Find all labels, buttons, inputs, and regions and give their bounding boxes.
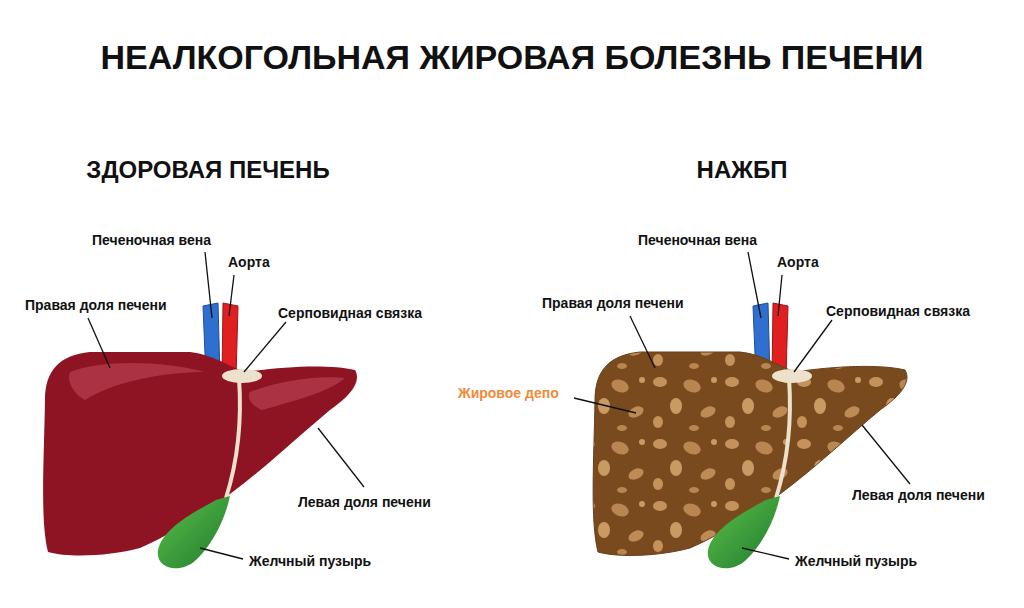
part-label: Печеночная вена [92, 232, 211, 248]
healthy-liver [43, 303, 357, 568]
part-label: Левая доля печени [852, 487, 985, 503]
part-label: Правая доля печени [25, 297, 167, 313]
part-label: Аорта [777, 254, 819, 270]
part-label: Левая доля печени [298, 494, 431, 510]
part-label: Аорта [228, 254, 270, 270]
part-label: Серповидная связка [826, 303, 970, 319]
panel-heading: НАЖБП [697, 156, 788, 184]
part-label: Желчный пузырь [795, 553, 917, 569]
leader-lines [88, 252, 910, 559]
part-label: Правая доля печени [542, 295, 684, 311]
part-label: Серповидная связка [278, 305, 422, 321]
part-label: Жировое депо [458, 385, 559, 401]
diagram-title: НЕАЛКОГОЛЬНАЯ ЖИРОВАЯ БОЛЕЗНЬ ПЕЧЕНИ [100, 38, 923, 77]
part-label: Желчный пузырь [249, 553, 371, 569]
fatty-liver [593, 303, 907, 568]
panel-heading: ЗДОРОВАЯ ПЕЧЕНЬ [86, 156, 329, 184]
part-label: Печеночная вена [638, 232, 757, 248]
